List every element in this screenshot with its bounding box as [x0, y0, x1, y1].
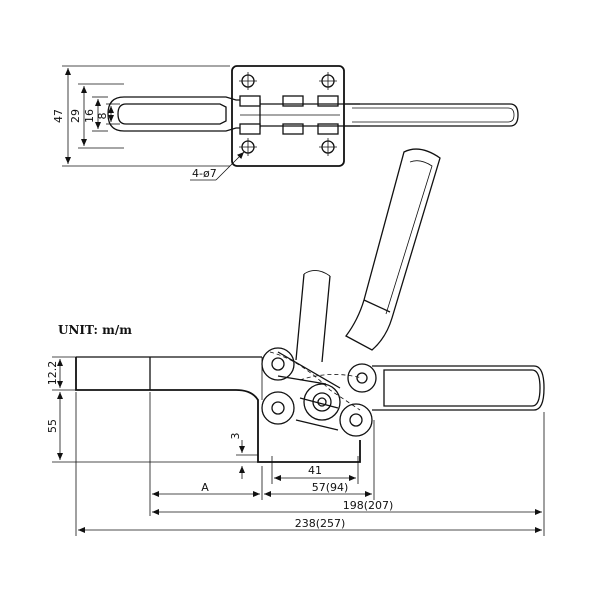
top-links: [239, 95, 360, 135]
side-left-dimensions: [52, 356, 258, 463]
dim-57-label: 57(94): [312, 481, 349, 494]
dim-3-label: 3: [229, 433, 242, 440]
upright-handle: [295, 273, 331, 363]
clamp-arm-slot: [107, 96, 261, 132]
dim-A-label: A: [201, 481, 209, 494]
dim-29-label: 29: [69, 109, 82, 123]
dim-41-label: 41: [308, 464, 322, 477]
raised-handle-grip: [345, 148, 441, 351]
dim-12-label: 12.2: [46, 361, 59, 386]
base-plate: [231, 65, 345, 167]
dim-55-label: 55: [46, 419, 59, 433]
top-dimensions: [62, 65, 230, 167]
clamp-arm-body: [75, 357, 361, 463]
linkage: [261, 347, 377, 437]
top-handle: [345, 103, 519, 127]
dim-16-label: 16: [83, 109, 96, 123]
top-view: 47 29 16 8 4-ø7: [52, 65, 519, 181]
dim-8-label: 8: [96, 113, 109, 120]
dim-47-label: 47: [52, 109, 65, 123]
side-view: UNIT: m/m: [46, 148, 545, 536]
closed-handle: [372, 365, 545, 411]
hole-spec-label: 4-ø7: [192, 167, 217, 180]
mounting-holes: [239, 72, 337, 156]
dim-238-label: 238(257): [295, 517, 346, 530]
dim-198-label: 198(207): [343, 499, 394, 512]
unit-label: UNIT: m/m: [58, 323, 132, 337]
